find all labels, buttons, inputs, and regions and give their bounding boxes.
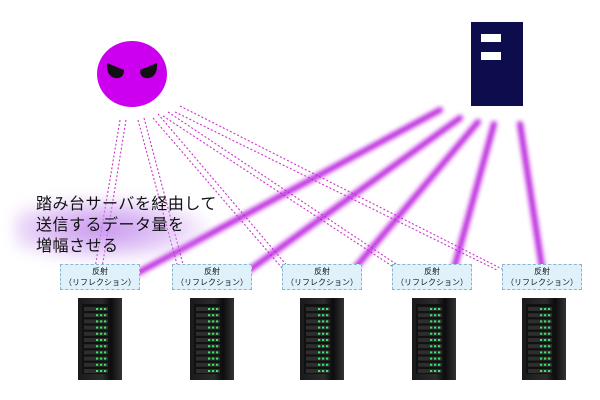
reflector-label-subtitle: （リフレクション） xyxy=(64,278,136,287)
reflector-label-title: 反射 xyxy=(534,267,550,276)
reflector-label-box: 反射 （リフレクション） xyxy=(282,264,362,290)
caption-line-1: 踏み台サーバを経由して xyxy=(36,194,217,213)
server-slot-1 xyxy=(481,34,501,42)
request-line-4b xyxy=(167,111,403,269)
reflector-racks xyxy=(78,298,566,380)
attack-beam-3 xyxy=(347,119,481,277)
reflector-label-box: 反射 （リフレクション） xyxy=(172,264,252,290)
reflector-label-title: 反射 xyxy=(314,267,330,276)
server-slot-2 xyxy=(481,52,501,60)
reflector-label-box: 反射 （リフレクション） xyxy=(60,264,140,290)
attacker xyxy=(97,41,167,107)
attack-beam-4 xyxy=(449,121,497,279)
reflector-label-title: 反射 xyxy=(204,267,220,276)
server-rack-icon xyxy=(300,298,344,380)
attack-beam-2 xyxy=(241,115,463,277)
reflector-label-title: 反射 xyxy=(424,267,440,276)
request-line-5b xyxy=(179,105,505,271)
attack-beam-5 xyxy=(517,121,546,277)
reflector-label-subtitle: （リフレクション） xyxy=(176,278,248,287)
target-server xyxy=(471,22,523,106)
reflector-label-subtitle: （リフレクション） xyxy=(286,278,358,287)
attacker-body xyxy=(97,41,167,107)
server-rack-icon xyxy=(78,298,122,380)
caption-line-3: 増幅させる xyxy=(36,236,119,255)
diagram-caption: 踏み台サーバを経由して 送信するデータ量を 増幅させる xyxy=(36,193,236,256)
request-line-3b xyxy=(157,113,290,269)
server-rack-icon xyxy=(412,298,456,380)
request-line-3a xyxy=(152,117,283,269)
caption-line-2: 送信するデータ量を xyxy=(36,215,185,234)
server-rack-icon xyxy=(190,298,234,380)
reflector-label-box: 反射 （リフレクション） xyxy=(502,264,582,290)
reflector-label-subtitle: （リフレクション） xyxy=(506,278,578,287)
server-rack-icon xyxy=(522,298,566,380)
reflector-label-box: 反射 （リフレクション） xyxy=(392,264,472,290)
caption-glow xyxy=(14,196,210,262)
request-line-2a xyxy=(137,119,179,269)
angry-face-icon xyxy=(106,63,158,79)
reflector-label-title: 反射 xyxy=(92,267,108,276)
reflector-label-subtitle: （リフレクション） xyxy=(396,278,468,287)
